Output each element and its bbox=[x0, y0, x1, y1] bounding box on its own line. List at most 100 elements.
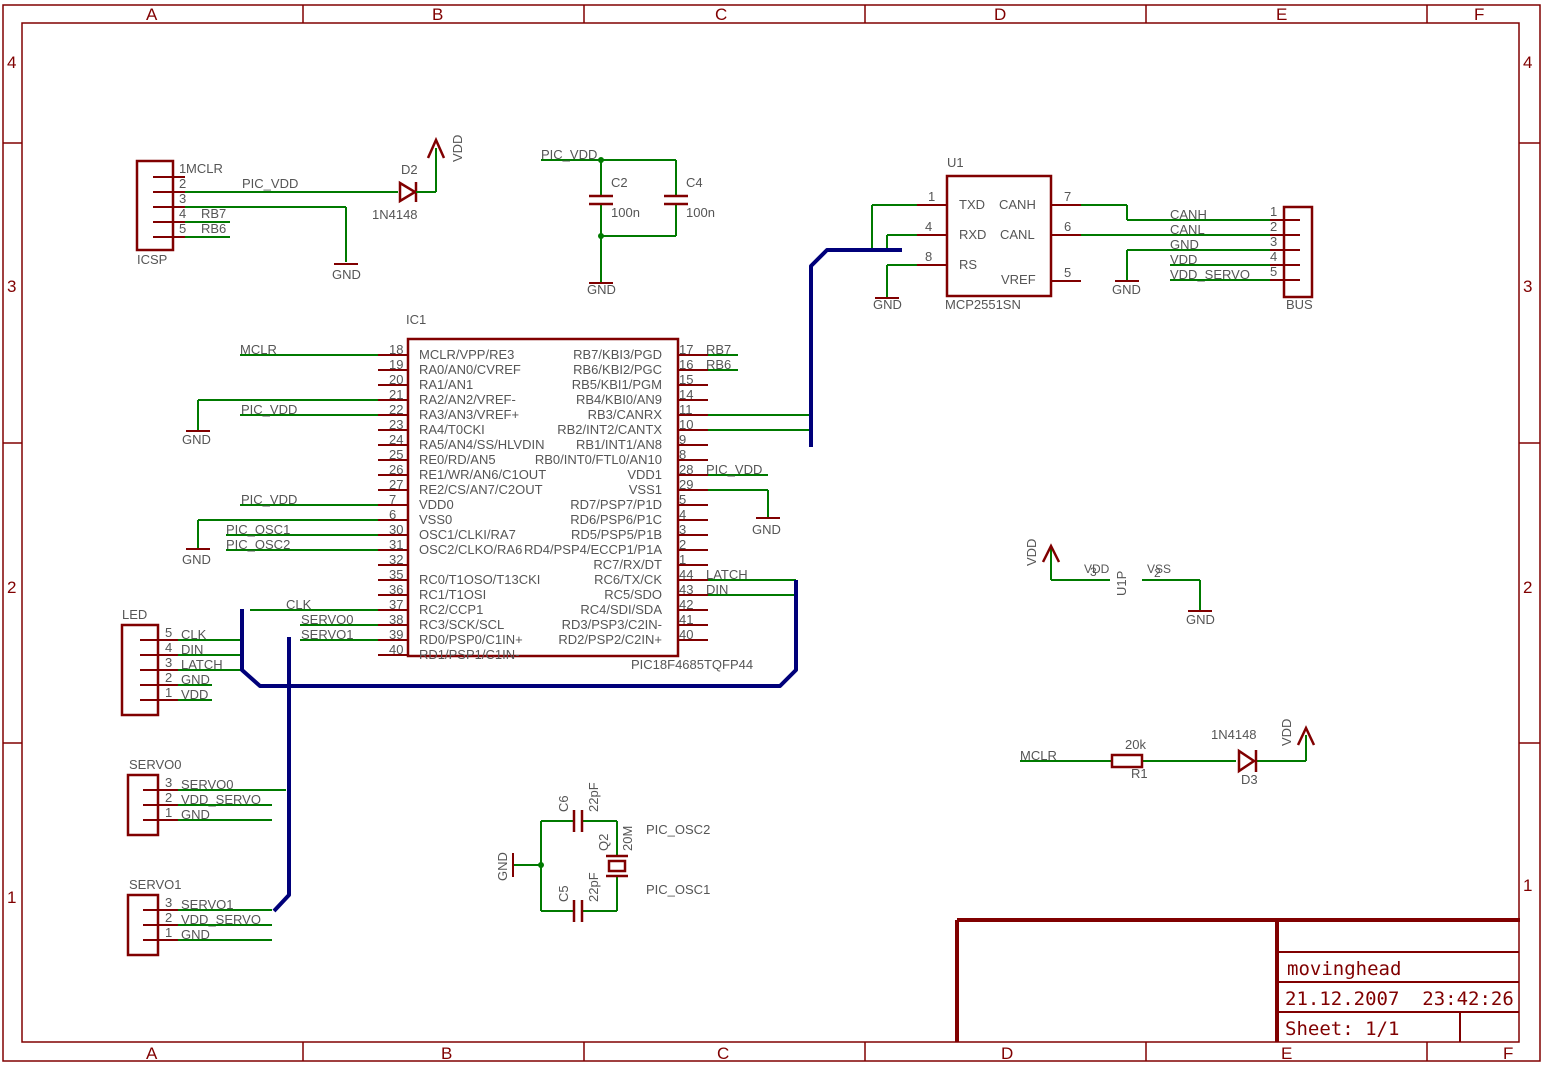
c2-name: C2 bbox=[611, 175, 628, 190]
icsp-pin-2-net: PIC_VDD bbox=[242, 176, 298, 191]
ic1-right-pin-num: 17 bbox=[679, 342, 693, 357]
u1-pin-txd-num: 1 bbox=[928, 189, 935, 204]
ic1-left-pin-name: VSS0 bbox=[419, 512, 452, 527]
col-label-e-top: E bbox=[1276, 5, 1287, 24]
osc-gnd: GND bbox=[495, 852, 510, 881]
d3-name: D3 bbox=[1241, 772, 1258, 787]
servo1-pin-2-num: 2 bbox=[165, 910, 172, 925]
ic1-clk-net: CLK bbox=[286, 597, 312, 612]
reset-net: MCLR bbox=[1020, 748, 1057, 763]
ic1-right-pin-num: 28 bbox=[679, 462, 693, 477]
d2-supply: VDD bbox=[450, 135, 465, 162]
ic1-left-pin-name: RC2/CCP1 bbox=[419, 602, 483, 617]
u1p-supply: VDD bbox=[1024, 539, 1039, 566]
ic1-left-pin-name: RA5/AN4/SS/HLVDIN bbox=[419, 437, 544, 452]
ic1-right-pin-name: RB4/KBI0/AN9 bbox=[576, 392, 662, 407]
row-label-4-left: 4 bbox=[7, 53, 16, 72]
ic1-right-pin-name: RD2/PSP2/C2IN+ bbox=[558, 632, 662, 647]
ic1-left-pin-num: 24 bbox=[389, 432, 403, 447]
ic1-left-pin-name: RA4/T0CKI bbox=[419, 422, 485, 437]
bus-pin-1-net: CANH bbox=[1170, 207, 1207, 222]
icsp-pin-4-net: RB7 bbox=[201, 206, 226, 221]
ic1-left-pin-name: RD1/PSP1/C1IN- bbox=[419, 647, 519, 662]
servo1-name: SERVO1 bbox=[129, 877, 182, 892]
ic1-left-pin-name: RC1/T1OSI bbox=[419, 587, 486, 602]
c2-value: 100n bbox=[611, 205, 640, 220]
row-label-4-right: 4 bbox=[1523, 53, 1532, 72]
ic1-left-pin-num: 20 bbox=[389, 372, 403, 387]
row-label-2-right: 2 bbox=[1523, 578, 1532, 597]
ic1-right-pin-name: RC4/SDI/SDA bbox=[580, 602, 662, 617]
ic1-left-pin-num: 38 bbox=[389, 612, 403, 627]
bus-connector: BUS 1 2 3 4 5 CANH CANL GND VDD VDD_SERV… bbox=[1112, 204, 1314, 312]
ic1-right-pin-num: 1 bbox=[679, 552, 686, 567]
u1-can-transceiver: U1 MCP2551SN 1 4 8 TXD RXD RS 7 6 5 CANH… bbox=[871, 155, 1285, 312]
bus-pin-5-num: 5 bbox=[1270, 264, 1277, 279]
ic1-left-pin-name: RA1/AN1 bbox=[419, 377, 473, 392]
ic1-latch-net: LATCH bbox=[706, 567, 748, 582]
ic1-left-pin-num: 18 bbox=[389, 342, 403, 357]
u1-pin-canh-name: CANH bbox=[999, 197, 1036, 212]
d2-value: 1N4148 bbox=[372, 207, 418, 222]
ic1-right-pin-num: 8 bbox=[679, 447, 686, 462]
col-label-a-bottom: A bbox=[146, 1044, 158, 1063]
u1-value: MCP2551SN bbox=[945, 297, 1021, 312]
u1-pin-vref-name: VREF bbox=[1001, 272, 1036, 287]
led-pin-5-num: 5 bbox=[165, 625, 172, 640]
led-pin-3-num: 3 bbox=[165, 655, 172, 670]
servo0-name: SERVO0 bbox=[129, 757, 182, 772]
c5-name: C5 bbox=[556, 885, 571, 902]
ic1-right-pin-num: 11 bbox=[679, 402, 693, 417]
u1p-gnd: GND bbox=[1186, 612, 1215, 627]
ic1-left-pin-name: RE1/WR/AN6/C1OUT bbox=[419, 467, 546, 482]
ic1-left-pin-num: 32 bbox=[389, 552, 403, 567]
led-pin-5-net: CLK bbox=[181, 627, 207, 642]
ic1-right-pin-num: 16 bbox=[679, 357, 693, 372]
ic1-right-pin-name: VDD1 bbox=[627, 467, 662, 482]
col-label-b-bottom: B bbox=[441, 1044, 452, 1063]
icsp-pin-4-num: 4 bbox=[179, 206, 186, 221]
ic1-rb6-net: RB6 bbox=[706, 357, 731, 372]
bus-pin-3-net: GND bbox=[1170, 237, 1199, 252]
servo0-pin-2-num: 2 bbox=[165, 790, 172, 805]
ic1-left-pin-name: OSC1/CLKI/RA7 bbox=[419, 527, 516, 542]
ic1-left-pin-num: 26 bbox=[389, 462, 403, 477]
ic1-osc2-net: PIC_OSC2 bbox=[226, 537, 290, 552]
led-pin-2-num: 2 bbox=[165, 670, 172, 685]
col-label-e-bottom: E bbox=[1281, 1044, 1292, 1063]
ic1-right-pin-num: 41 bbox=[679, 612, 693, 627]
bus-pin-4-num: 4 bbox=[1270, 249, 1277, 264]
col-label-f-top: F bbox=[1474, 5, 1484, 24]
u1-name: U1 bbox=[947, 155, 964, 170]
ic1-left-pin-name: RA3/AN3/VREF+ bbox=[419, 407, 519, 422]
u1p-name: U1P bbox=[1114, 571, 1129, 596]
servo0-pin-3-num: 3 bbox=[165, 775, 172, 790]
ic1-right-pin-num: 2 bbox=[679, 537, 686, 552]
u1-pin-vref-num: 5 bbox=[1064, 265, 1071, 280]
ic1-din-net: DIN bbox=[706, 582, 728, 597]
cap-net-label: PIC_VDD bbox=[541, 147, 597, 162]
ic1-right-pin-name: RD5/PSP5/P1B bbox=[571, 527, 662, 542]
title-block: movinghead 21.12.2007 23:42:26 Sheet: 1/… bbox=[955, 918, 1520, 1042]
ic1-right-pin-name: VSS1 bbox=[629, 482, 662, 497]
ic1-right-pin-num: 10 bbox=[679, 417, 693, 432]
bus-pin-2-num: 2 bbox=[1270, 219, 1277, 234]
led-pin-4-num: 4 bbox=[165, 640, 172, 655]
ic1-left-pin-num: 36 bbox=[389, 582, 403, 597]
servo1-pin-1-num: 1 bbox=[165, 925, 172, 940]
ic1-left-pin-name: RC3/SCK/SCL bbox=[419, 617, 504, 632]
ic1-left-pin-name: VDD0 bbox=[419, 497, 454, 512]
ic1-right-pin-name: RB6/KBI2/PGC bbox=[573, 362, 662, 377]
ic1-right-pin-name: RB2/INT2/CANTX bbox=[557, 422, 662, 437]
title-block-sheet: Sheet: 1/1 bbox=[1285, 1018, 1399, 1040]
bus-name: BUS bbox=[1286, 297, 1313, 312]
ic1-left-pin-name: OSC2/CLKO/RA6 bbox=[419, 542, 522, 557]
ic1-right-pin-name: RB1/INT1/AN8 bbox=[576, 437, 662, 452]
decoupling-caps: PIC_VDD C2 100n C4 100n GND bbox=[541, 147, 715, 297]
u1-pin-canl-name: CANL bbox=[1000, 227, 1035, 242]
led-pin-1-num: 1 bbox=[165, 685, 172, 700]
u1-pin-canl-num: 6 bbox=[1064, 219, 1071, 234]
cap-gnd: GND bbox=[587, 282, 616, 297]
icsp-name: ICSP bbox=[137, 252, 167, 267]
